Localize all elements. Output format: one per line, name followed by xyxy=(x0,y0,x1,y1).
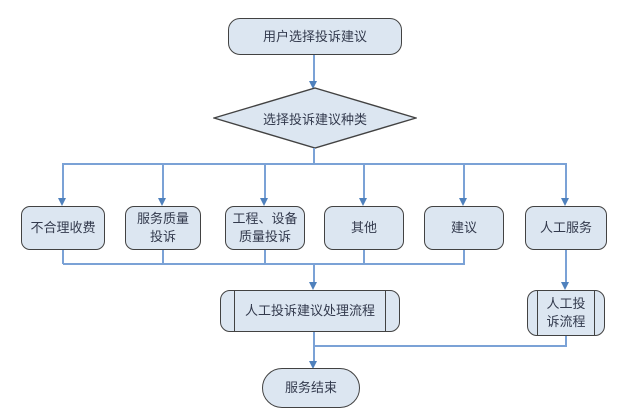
collector-rail xyxy=(63,263,465,265)
branch-drop-6 xyxy=(565,163,567,199)
arrowhead-into-end xyxy=(309,361,317,369)
node-decision: 选择投诉建议种类 xyxy=(213,87,417,149)
connector-process-end xyxy=(313,332,315,362)
node-process-manual-complaint: 人工投 诉流程 xyxy=(527,290,605,336)
arrowhead-category-1 xyxy=(58,198,66,206)
branch-rail xyxy=(63,163,567,165)
branch-drop-3 xyxy=(264,163,266,199)
connector-right-process-down xyxy=(565,336,567,346)
connector-manual-service-process xyxy=(565,250,567,283)
branch-drop-5 xyxy=(463,163,465,199)
arrowhead-category-6 xyxy=(561,198,569,206)
collector-drop-4 xyxy=(363,250,365,264)
node-category-engineering-equipment: 工程、设备 质量投诉 xyxy=(225,206,305,250)
arrowhead-into-right-process xyxy=(561,282,569,290)
node-category-suggestion: 建议 xyxy=(424,206,504,250)
diamond-shape xyxy=(213,87,417,149)
arrowhead-into-decision xyxy=(309,81,317,89)
arrowhead-category-4 xyxy=(359,198,367,206)
connector-decision-rail xyxy=(313,148,315,164)
collector-drop-1 xyxy=(62,250,64,264)
node-start: 用户选择投诉建议 xyxy=(228,18,402,55)
branch-drop-2 xyxy=(162,163,164,199)
node-category-service-quality: 服务质量 投诉 xyxy=(125,206,201,250)
node-category-manual-service: 人工服务 xyxy=(525,206,607,250)
arrowhead-category-2 xyxy=(158,198,166,206)
collector-drop-5 xyxy=(463,250,465,264)
node-end: 服务结束 xyxy=(262,368,360,408)
arrowhead-category-3 xyxy=(260,198,268,206)
connector-start-decision xyxy=(313,55,315,82)
arrowhead-category-5 xyxy=(459,198,467,206)
node-category-other: 其他 xyxy=(324,206,404,250)
node-process-complaint-suggestion-handling: 人工投诉建议处理流程 xyxy=(220,290,400,332)
decision-label: 选择投诉建议种类 xyxy=(262,111,367,127)
collector-drop-2 xyxy=(162,250,164,264)
merge-rail xyxy=(314,345,567,347)
arrowhead-into-main-process xyxy=(309,282,317,290)
collector-drop-3 xyxy=(264,250,266,264)
branch-drop-4 xyxy=(363,163,365,199)
branch-drop-1 xyxy=(62,163,64,199)
node-category-unreasonable-fees: 不合理收费 xyxy=(21,206,105,250)
connector-rail-process xyxy=(313,263,315,283)
